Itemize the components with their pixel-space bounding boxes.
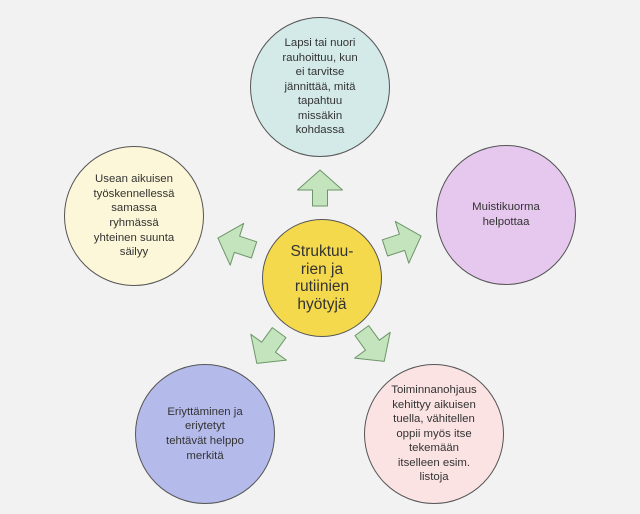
node-top-calming: Lapsi tai nuori rauhoittuu, kun ei tarvi… — [250, 17, 390, 157]
node-bottom-right-executive-function: Toiminnanohjaus kehittyy aikuisen tuella… — [364, 364, 504, 504]
center-label: Struktuu- rien ja rutiinien hyötyjä — [290, 243, 354, 313]
node-left-shared-direction: Usean aikuisen työskennellessä samassa r… — [64, 146, 204, 286]
node-top-label: Lapsi tai nuori rauhoittuu, kun ei tarvi… — [282, 36, 358, 137]
arrow-to-top — [297, 169, 343, 207]
node-bottom-left-differentiation: Eriyttäminen ja eriytetyt tehtävät helpp… — [135, 364, 275, 504]
node-bottom-left-label: Eriyttäminen ja eriytetyt tehtävät helpp… — [166, 405, 244, 462]
node-right-memory-load: Muistikuorma helpottaa — [436, 145, 576, 285]
node-left-label: Usean aikuisen työskennellessä samassa r… — [93, 173, 175, 259]
node-right-label: Muistikuorma helpottaa — [472, 201, 540, 228]
arrow-to-bottom-left — [250, 327, 287, 364]
arrow-to-right — [381, 220, 422, 264]
center-circle: Struktuu- rien ja rutiinien hyötyjä — [262, 219, 382, 337]
arrow-to-bottom-right — [354, 325, 391, 362]
node-bottom-right-label: Toiminnanohjaus kehittyy aikuisen tuella… — [391, 383, 477, 484]
arrow-to-left — [217, 222, 258, 266]
